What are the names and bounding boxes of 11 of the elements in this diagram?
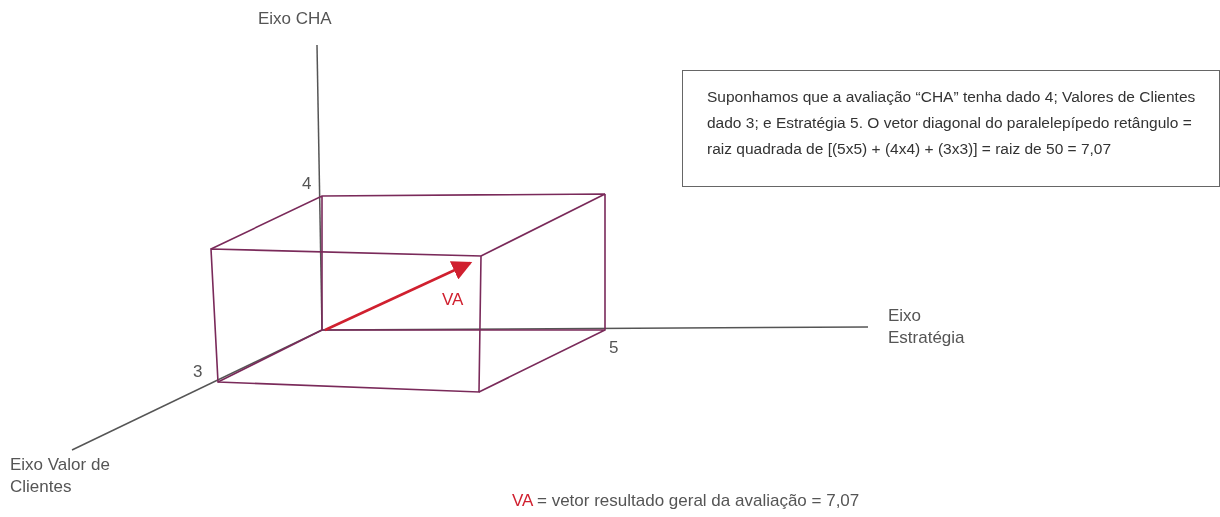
vector-label: VA (442, 289, 464, 311)
axis-value: 5 (609, 337, 619, 359)
axis-label: Eixo Estratégia (888, 305, 966, 349)
axis-label: Eixo Valor de Clientes (10, 454, 111, 498)
axis-value: 4 (302, 173, 312, 195)
note-box (682, 70, 1220, 187)
note-text: Suponhamos que a avaliação “CHA” tenha dado 4; Valores de Clientes dado 3; e Estratégia 5. O vetor diagonal do paralelepípedo retângulo = raiz quadrada de [(5x5) + (4x4) + (3x3)] = raiz de 50 = 7,07 (707, 87, 1197, 159)
axis-value: 3 (193, 361, 203, 383)
legend-text: = vetor resultado geral da avaliação = 7,07 (537, 490, 860, 512)
legend-symbol: VA (512, 490, 534, 512)
axis-label: Eixo CHA (258, 8, 332, 30)
